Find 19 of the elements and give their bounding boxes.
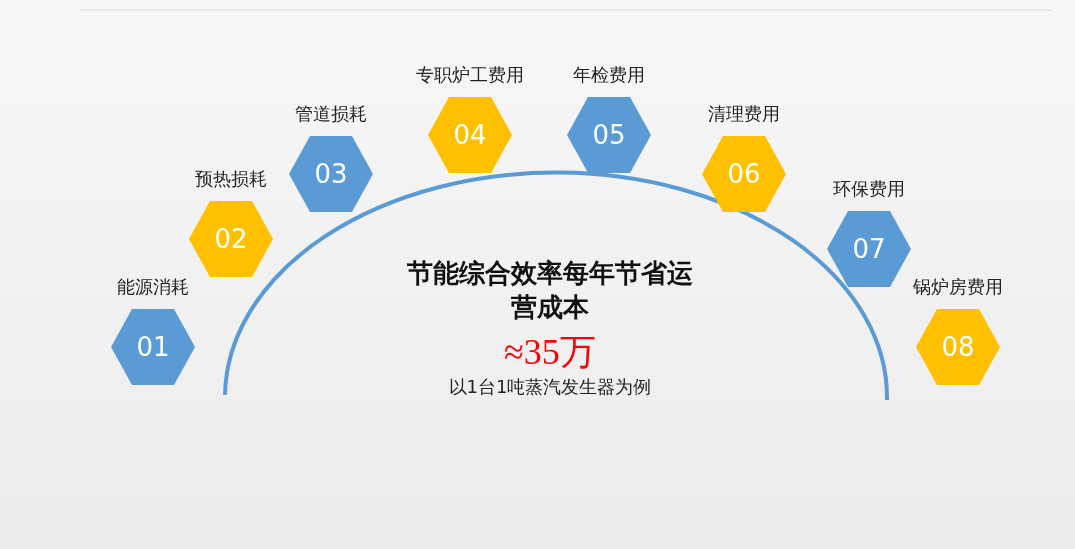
number-hexagon: 08 [916,309,1000,385]
number-hexagon: 06 [702,136,786,212]
category-label: 年检费用 [572,63,646,87]
number-hexagon: 02 [189,201,273,277]
number-hexagon: 03 [289,136,373,212]
number-hexagon: 07 [827,211,911,287]
category-label: 锅炉房费用 [912,275,1004,299]
number-hexagon: 05 [567,97,651,173]
savings-value: ≈35万 [503,331,597,374]
number-hexagon: 01 [111,309,195,385]
category-label: 清理费用 [707,102,781,126]
category-label: 管道损耗 [294,102,368,126]
number-hexagon: 04 [428,97,512,173]
category-label: 专职炉工费用 [415,63,525,87]
category-label: 预热损耗 [194,167,268,191]
category-label: 能源消耗 [116,275,190,299]
headline-text: 节能综合效率每年节省运营成本 [406,257,694,324]
category-label: 环保费用 [832,177,906,201]
note-text: 以1台1吨蒸汽发生器为例 [447,375,653,399]
